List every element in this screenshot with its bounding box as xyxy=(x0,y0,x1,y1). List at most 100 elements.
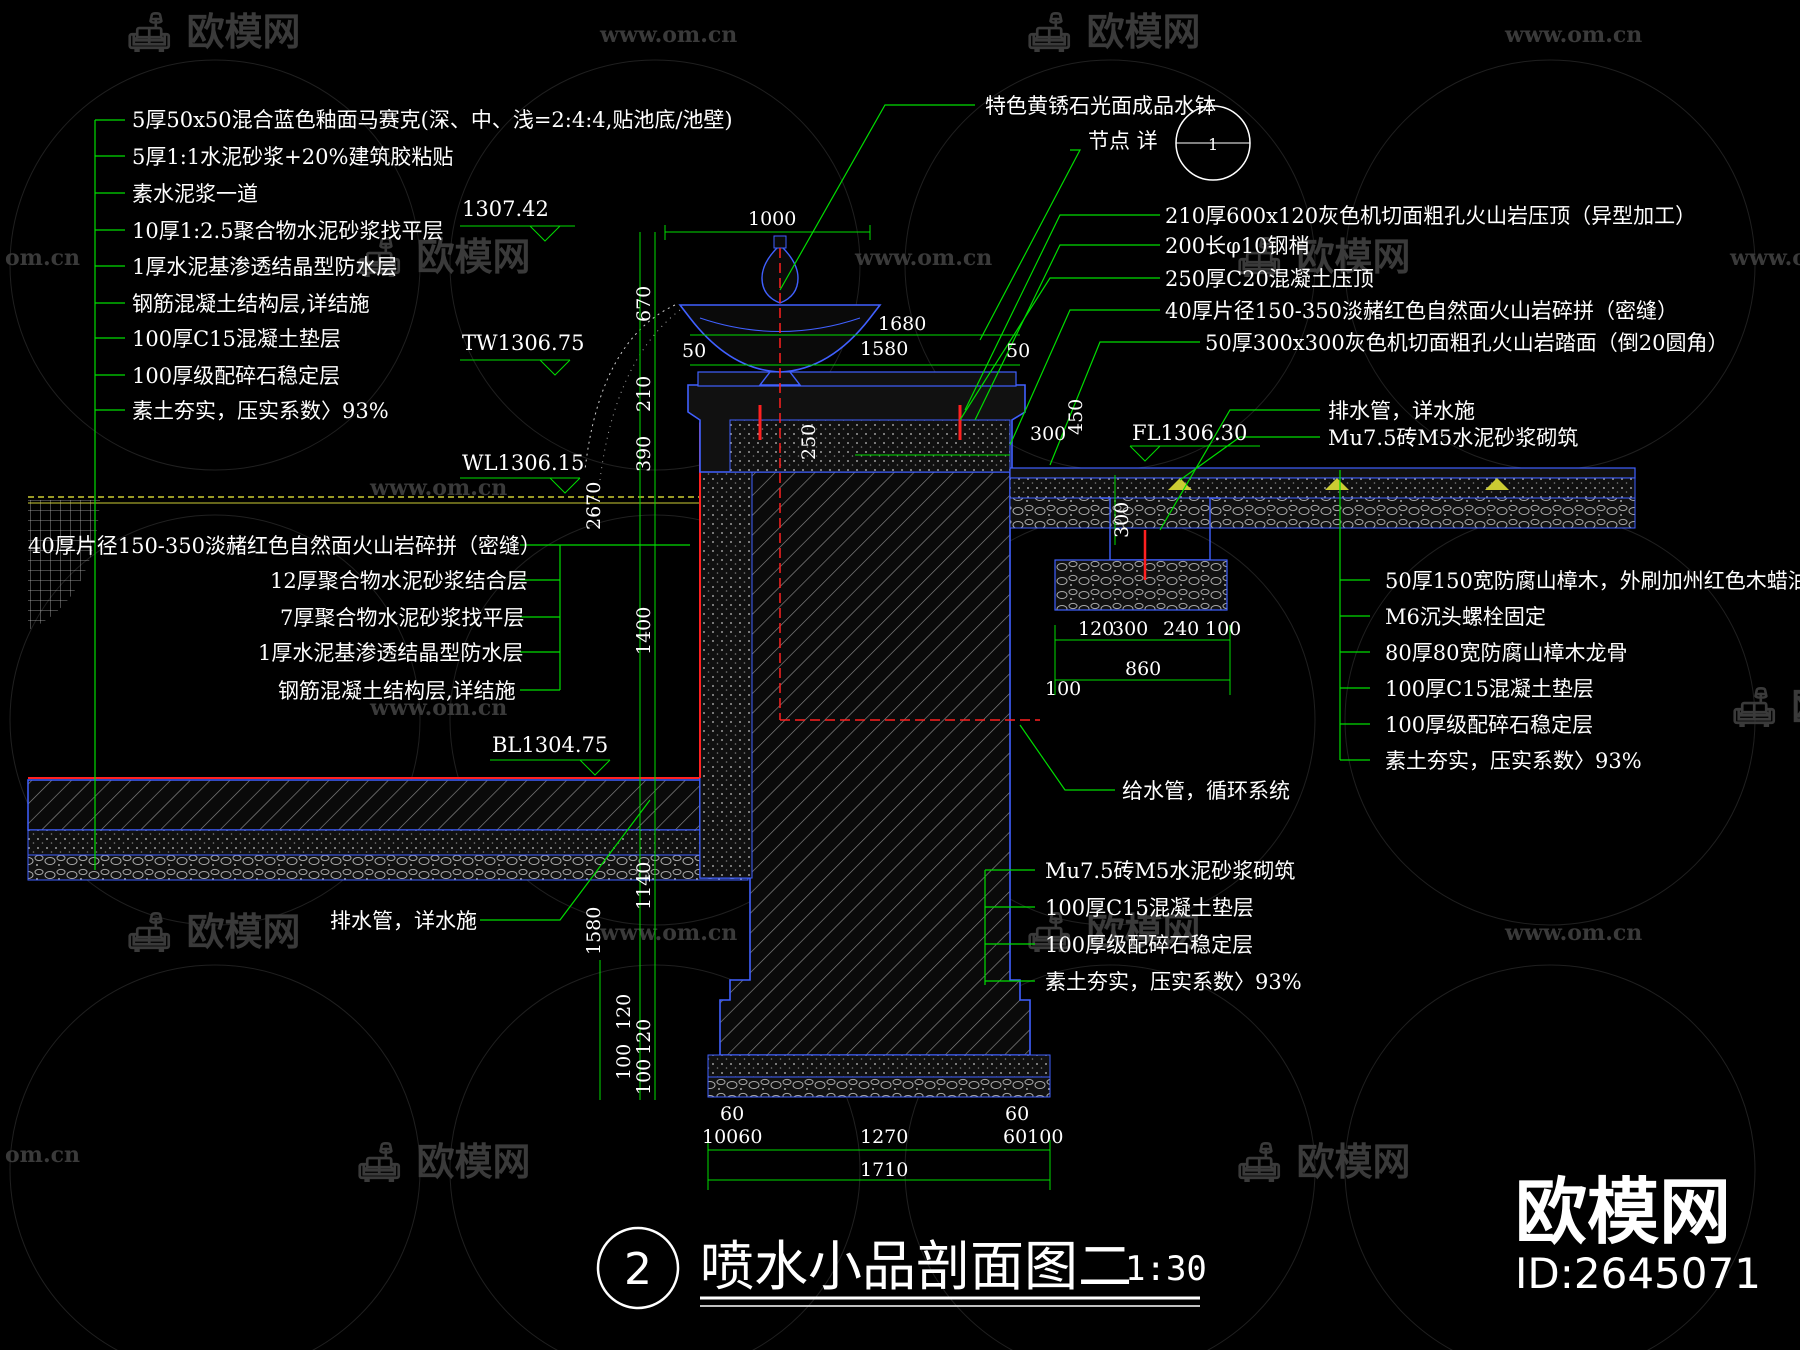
callout-node-number: 1 xyxy=(1208,135,1218,154)
elevation-wl: WL1306.15 xyxy=(462,451,584,475)
dim-100-v2: 100 xyxy=(633,1059,655,1095)
layer-deck-3: 80厚80宽防腐山樟木龙骨 xyxy=(1385,641,1627,665)
title-number-circle xyxy=(596,1226,680,1310)
layer-left-4: 10厚1:2.5聚合物水泥砂浆找平层 xyxy=(132,219,444,243)
water-surface xyxy=(28,496,700,504)
deck-and-drain xyxy=(1009,467,1636,611)
title-scale: 1:30 xyxy=(1125,1249,1207,1289)
elevation-bl: BL1304.75 xyxy=(492,733,608,757)
watermark-url: www.om.cn xyxy=(369,695,507,721)
layer-wall-1: 40厚片径150-350淡赭红色自然面火山岩碎拼（密缝） xyxy=(28,534,541,558)
dim-300-b: 300 xyxy=(1112,618,1148,640)
coping-stone xyxy=(687,371,1026,473)
layer-deck-6: 素土夯实，压实系数〉93% xyxy=(1385,749,1642,773)
watermark-url: www.om.cn xyxy=(1504,920,1642,946)
layer-foundation-4: 素土夯实，压实系数〉93% xyxy=(1045,970,1302,994)
watermark-circle xyxy=(904,964,1316,1350)
left-grid-hatch xyxy=(28,500,100,630)
dim-120-v1: 120 xyxy=(613,994,635,1030)
layer-foundation-2: 100厚C15混凝土垫层 xyxy=(1045,896,1254,920)
callout-bowl: 特色黄锈石光面成品水钵 xyxy=(985,94,1216,118)
dim-1000: 1000 xyxy=(748,208,796,230)
layer-left-1: 5厚50x50混合蓝色釉面马赛克(深、中、浅=2:4:4,贴池底/池壁) xyxy=(132,108,733,132)
drain-left-label: 排水管，详水施 xyxy=(330,909,477,933)
dim-1580: 1580 xyxy=(860,338,908,360)
dim-210: 210 xyxy=(633,376,655,412)
dim-1270: 1270 xyxy=(860,1126,908,1148)
layer-left-9: 素土夯实，压实系数〉93% xyxy=(132,399,389,423)
title-number: 2 xyxy=(624,1244,652,1295)
drain-right-1: 排水管，详水施 xyxy=(1328,399,1475,423)
watermark-url: www.om.cn xyxy=(1504,22,1642,48)
title-name: 喷水小品剖面图二 xyxy=(700,1235,1132,1298)
layer-left-3: 素水泥浆一道 xyxy=(132,182,258,206)
watermark-circle xyxy=(9,514,421,926)
layer-foundation-1: Mu7.5砖M5水泥砂浆砌筑 xyxy=(1045,859,1295,883)
dim-10060: 10060 xyxy=(702,1126,762,1148)
dim-100-a: 100 xyxy=(1045,678,1081,700)
layer-deck-5: 100厚级配碎石稳定层 xyxy=(1385,713,1593,737)
dim-60100: 60100 xyxy=(1003,1126,1063,1148)
watermark-url-short: om.cn xyxy=(5,1142,80,1168)
dim-2670: 2670 xyxy=(583,482,605,530)
watermark-logo: 🛋 欧模网 xyxy=(1730,684,1800,729)
layer-right-3: 250厚C20混凝土压顶 xyxy=(1165,267,1374,291)
layer-left-6: 钢筋混凝土结构层,详结施 xyxy=(132,292,370,316)
dim-1580-vertical: 1580 xyxy=(583,907,605,955)
title-block: 2 喷水小品剖面图二 1:30 xyxy=(596,1226,1207,1310)
layer-deck-1: 50厚150宽防腐山樟木，外刷加州红色木蜡油 xyxy=(1385,569,1800,593)
fountain-bowl xyxy=(584,235,1040,721)
elevation-tw: TW1306.75 xyxy=(462,331,584,355)
layer-deck-4: 100厚C15混凝土垫层 xyxy=(1385,677,1594,701)
layer-left-7: 100厚C15混凝土垫层 xyxy=(132,327,341,351)
layer-wall-4: 1厚水泥基渗透结晶型防水层 xyxy=(258,641,523,665)
dim-1400: 1400 xyxy=(633,607,655,655)
watermark-circle xyxy=(9,964,421,1350)
leader-lines xyxy=(94,104,1370,985)
layer-wall-5: 钢筋混凝土结构层,详结施 xyxy=(278,679,516,703)
central-pier xyxy=(699,422,1051,1098)
brand-id: ID:2645071 xyxy=(1515,1249,1761,1298)
watermark-url: www.om.cn xyxy=(599,920,737,946)
pool-bottom-slab xyxy=(27,777,749,881)
layer-wall-2: 12厚聚合物水泥砂浆结合层 xyxy=(270,569,528,593)
watermark-logo: 🛋 欧模网 xyxy=(1235,234,1410,279)
dim-300: 300 xyxy=(1030,423,1066,445)
dim-100-b: 100 xyxy=(1205,618,1241,640)
dim-50-right: 50 xyxy=(1006,340,1030,362)
watermark-url-short: om.cn xyxy=(5,245,80,271)
brand-logo-text: 欧模网 xyxy=(1515,1170,1731,1254)
dim-120-a: 120 xyxy=(1078,618,1114,640)
watermark-logo: 🛋 欧模网 xyxy=(125,909,300,954)
layer-right-1: 210厚600x120灰色机切面粗孔火山岩压顶（异型加工） xyxy=(1165,204,1696,228)
watermark-logo: 🛋 欧模网 xyxy=(1025,909,1200,954)
dim-60-left: 60 xyxy=(720,1103,744,1125)
watermark-circle xyxy=(9,59,421,471)
layer-left-5: 1厚水泥基渗透结晶型防水层 xyxy=(132,255,397,279)
watermark-logo: 🛋 欧模网 xyxy=(1025,9,1200,54)
callout-node: 节点 详 xyxy=(1088,129,1158,153)
dim-450: 450 xyxy=(1065,399,1087,435)
elevation-markers xyxy=(460,105,1260,776)
layer-deck-2: M6沉头螺栓固定 xyxy=(1385,605,1546,629)
elevation-top: 1307.42 xyxy=(462,197,549,221)
dim-300-vertical: 300 xyxy=(1111,502,1133,538)
dim-100-v1: 100 xyxy=(613,1044,635,1080)
dim-120-v2: 120 xyxy=(633,1019,655,1055)
dim-670: 670 xyxy=(633,286,655,322)
layer-right-2: 200长φ10钢梢 xyxy=(1165,234,1310,258)
elevation-fl: FL1306.30 xyxy=(1132,421,1247,445)
layer-right-5: 50厚300x300灰色机切面粗孔火山岩踏面（倒20圆角） xyxy=(1205,331,1728,355)
watermark-logo: 🛋 欧模网 xyxy=(1235,1139,1410,1184)
supply-pipe-label: 给水管，循环系统 xyxy=(1122,779,1290,803)
brand-watermark: 欧模网 ID:2645071 xyxy=(1515,1170,1761,1298)
dim-390: 390 xyxy=(633,436,655,472)
dim-1710: 1710 xyxy=(860,1159,908,1181)
watermark-url: www.om.cn xyxy=(854,245,992,271)
watermark-logo: 🛋 欧模网 xyxy=(355,234,530,279)
layer-right-4: 40厚片径150-350淡赭红色自然面火山岩碎拼（密缝） xyxy=(1165,299,1678,323)
layer-wall-3: 7厚聚合物水泥砂浆找平层 xyxy=(280,606,524,630)
drain-right-2: Mu7.5砖M5水泥砂浆砌筑 xyxy=(1328,426,1578,450)
watermark-circle xyxy=(1344,964,1756,1350)
